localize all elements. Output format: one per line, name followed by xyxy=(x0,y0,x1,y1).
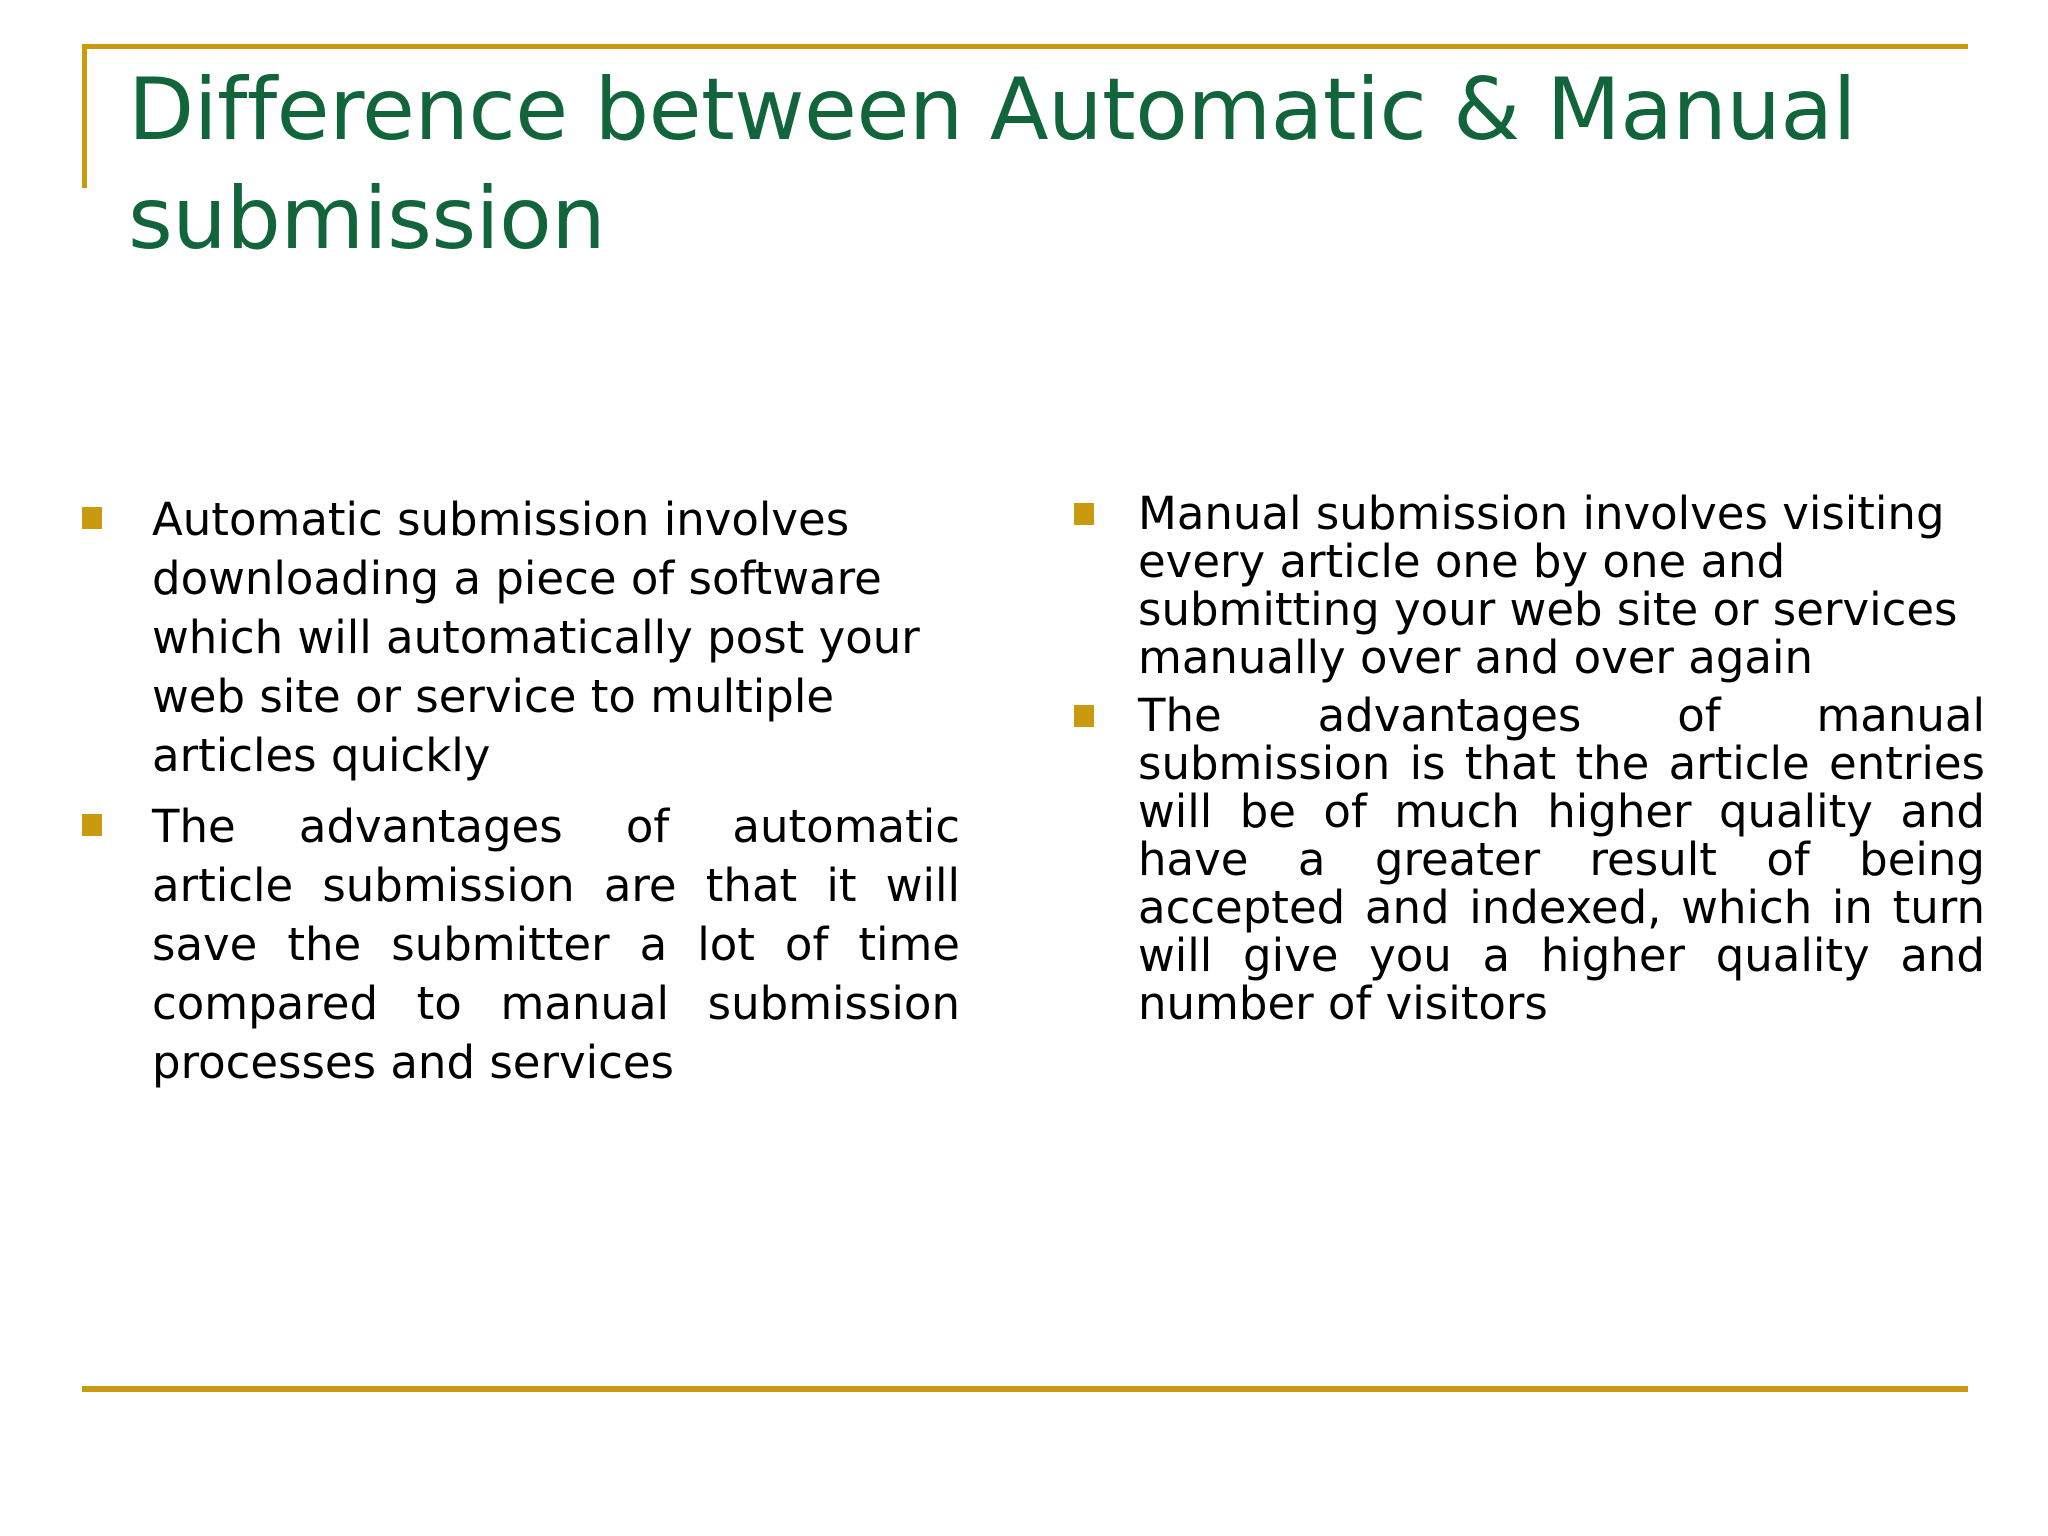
bullet-list: Manual submission involves visiting ever… xyxy=(1060,490,1985,1028)
slide-title: Difference between Automatic & Manual su… xyxy=(128,60,1883,270)
bullet-list: Automatic submission involves downloadin… xyxy=(60,490,960,1092)
list-item-text: Manual submission involves visiting ever… xyxy=(1138,487,1958,684)
list-item-text: The advantages of manual submission is t… xyxy=(1138,689,1985,1030)
title-top-rule xyxy=(82,44,1968,49)
square-bullet-icon xyxy=(1074,705,1094,727)
list-item-text: The advantages of automatic article subm… xyxy=(152,800,960,1089)
list-item: Automatic submission involves downloadin… xyxy=(60,490,960,785)
automatic-submission-column: Automatic submission involves downloadin… xyxy=(60,490,960,1104)
list-item: Manual submission involves visiting ever… xyxy=(1060,490,1985,682)
list-item-text: Automatic submission involves downloadin… xyxy=(152,493,920,782)
footer-rule xyxy=(82,1386,1968,1392)
square-bullet-icon xyxy=(82,507,102,529)
square-bullet-icon xyxy=(1074,503,1094,525)
manual-submission-column: Manual submission involves visiting ever… xyxy=(1060,490,1985,1038)
square-bullet-icon xyxy=(82,814,102,836)
list-item: The advantages of automatic article subm… xyxy=(60,797,960,1092)
body-columns: Automatic submission involves downloadin… xyxy=(0,490,2048,1330)
title-left-rule xyxy=(82,44,87,188)
list-item: The advantages of manual submission is t… xyxy=(1060,692,1985,1028)
